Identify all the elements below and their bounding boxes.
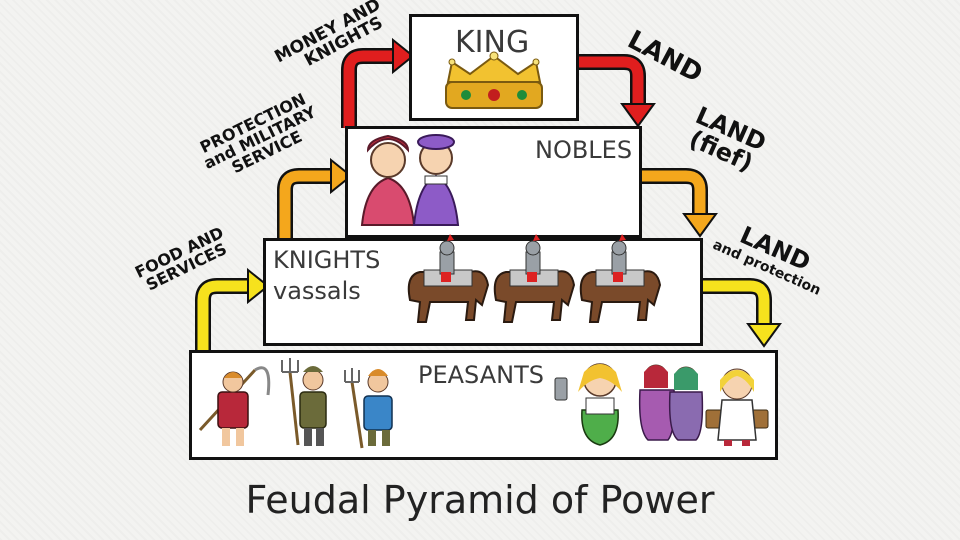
arrow-money-knights bbox=[341, 37, 415, 128]
peasants-label: PEASANTS bbox=[418, 361, 544, 389]
arrow-land-nobles-to-knights bbox=[641, 168, 718, 238]
diagram-title: Feudal Pyramid of Power bbox=[245, 478, 715, 522]
arrow-food-services bbox=[195, 267, 270, 352]
king-label: KING bbox=[455, 25, 530, 60]
arrow-land-knights-to-peasants bbox=[703, 278, 782, 348]
nobles-label: NOBLES bbox=[535, 136, 633, 164]
vassals-label: vassals bbox=[273, 277, 361, 305]
knights-label: KNIGHTS bbox=[273, 246, 381, 274]
arrow-land-king-to-nobles bbox=[578, 54, 656, 128]
arrow-protection-service bbox=[277, 157, 353, 240]
